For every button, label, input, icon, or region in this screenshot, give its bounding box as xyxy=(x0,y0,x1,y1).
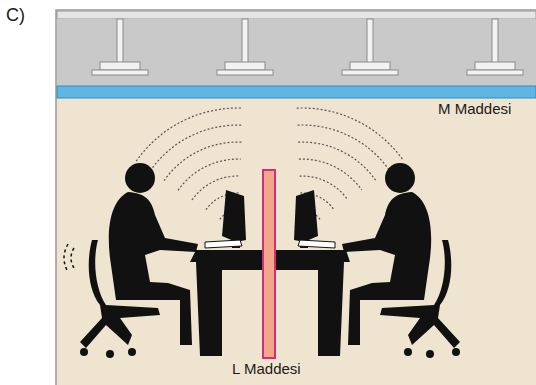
sound-wave xyxy=(164,142,241,181)
ceiling-hangers xyxy=(92,19,523,75)
ceiling-space xyxy=(57,19,536,88)
sound-wave xyxy=(136,108,242,161)
sound-wave xyxy=(297,108,404,161)
material-label: M Maddesi xyxy=(436,100,513,117)
l-material-partition xyxy=(263,170,275,358)
material-label: L Maddesi xyxy=(230,360,303,377)
m-material-panel xyxy=(57,86,536,98)
sound-wave xyxy=(178,159,241,190)
room-ground xyxy=(56,10,536,385)
ceiling-top xyxy=(57,11,536,19)
material-label: C) xyxy=(4,5,27,26)
chair-motion xyxy=(64,244,74,272)
sound-wave xyxy=(299,159,362,190)
sound-wave xyxy=(298,142,375,180)
sound-wave xyxy=(298,125,390,170)
